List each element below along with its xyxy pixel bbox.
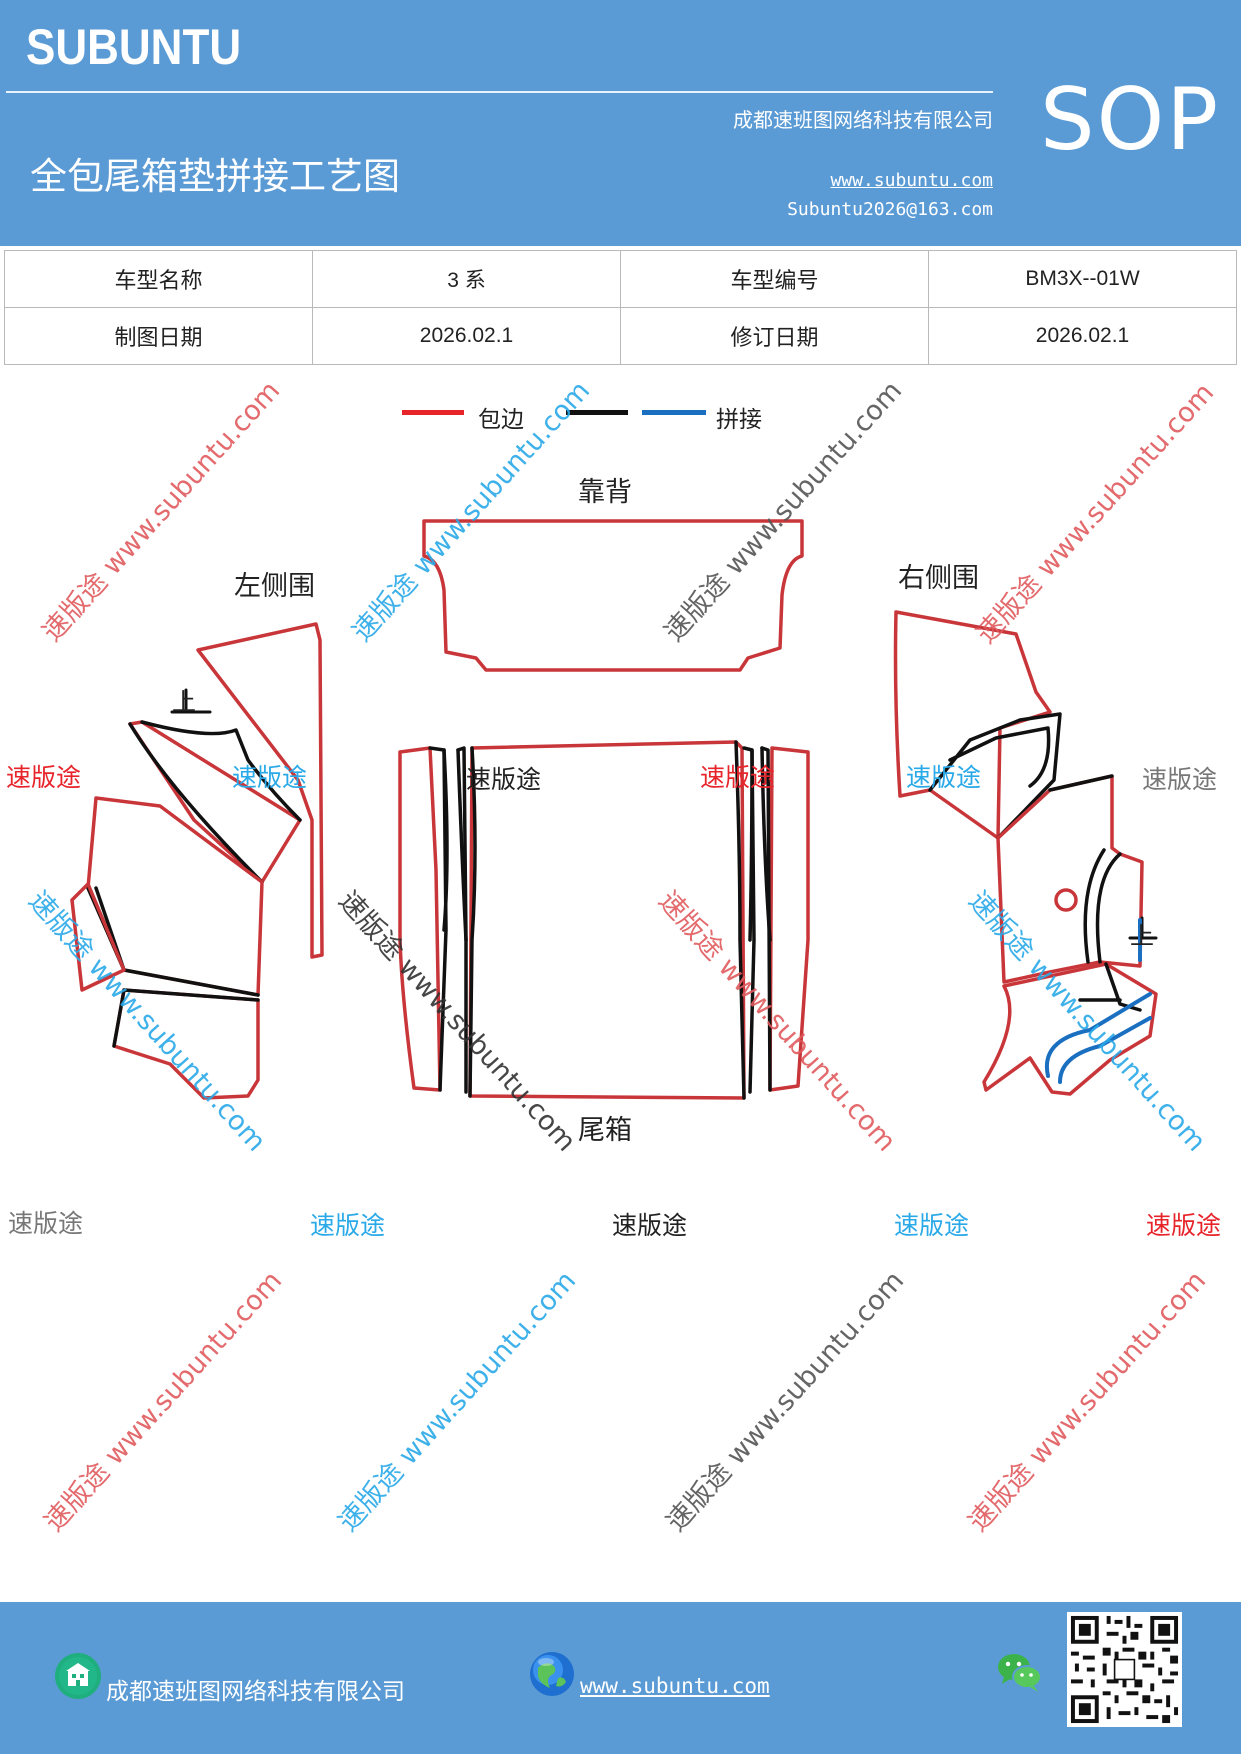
left-side-strip [196,622,324,959]
trunk-left-strip-inner-2 [442,748,468,942]
left-side-upper [128,720,302,884]
sop-badge: SOP [1040,70,1221,170]
left-side-upper-seam [140,720,302,822]
revise-date-label: 修订日期 [620,307,929,365]
right-side-lower-seam [1078,962,1142,1012]
watermark-brand: 速版途 [700,763,776,792]
revise-date-value: 2026.02.1 [928,307,1237,365]
trunk-right-strip-inner-2 [748,746,772,942]
legend-swatch-seam [566,410,628,415]
right-side-join-line-2 [1058,1016,1152,1084]
right-side-join-line [1044,992,1152,1078]
label-up-left: 上 [172,688,196,716]
watermark-brand: 速版途 [894,1211,970,1240]
footer-company: 成都速班图网络科技有限公司 [106,1679,405,1705]
building-icon [55,1653,101,1699]
model-code-label: 车型编号 [620,250,929,308]
watermark-brand: 速版途 [466,765,542,794]
page-title: 全包尾箱垫拼接工艺图 [30,155,400,198]
trunk-floor-seam-right [734,740,746,1100]
header-email: Subuntu2026@163.com [787,199,993,220]
watermark-brand: 速版途 [8,1209,84,1238]
watermark-brand: 速版途 [232,763,308,792]
right-side-upper [893,610,1052,840]
header-banner [0,0,1241,246]
header-company: 成都速班图网络科技有限公司 [733,108,993,132]
model-name-label: 车型名称 [4,250,313,308]
wechat-icon [998,1654,1042,1692]
legend-label-join: 拼接 [716,407,762,433]
watermark-brand: 速版途 [1142,765,1218,794]
model-code-value: BM3X--01W [928,250,1237,308]
footer-website-link[interactable]: www.subuntu.com [580,1674,770,1698]
brand-logo: SUBUNTU [26,19,242,75]
left-side-lower [70,882,126,992]
draw-date-label: 制图日期 [4,307,313,365]
legend-swatch-edge [402,410,464,415]
model-name-value: 3 系 [312,250,621,308]
vehicle-info-table: 车型名称 3 系 车型编号 BM3X--01W 制图日期 2026.02.1 修… [4,250,1237,365]
watermark-brand: 速版途 [612,1211,688,1240]
draw-date-value: 2026.02.1 [312,307,621,365]
trunk-floor-seam-left [468,746,477,1098]
right-side-middle-seam [1048,774,1122,964]
backrest-piece [422,519,804,672]
left-side-bottom-seam [112,988,260,1048]
right-side-upper-seam-2 [948,726,1051,788]
label-trunk: 尾箱 [578,1115,632,1146]
label-left-side: 左侧围 [234,571,315,602]
trunk-right-strip-inner [742,746,772,1094]
trunk-left-strip-outer [398,746,442,1092]
watermark-brand: 速版途 [1146,1211,1222,1240]
right-side-hole [1054,888,1078,912]
left-up-mark [170,688,212,714]
left-side-bottom [112,988,260,1100]
table-row: 制图日期 2026.02.1 修订日期 2026.02.1 [4,307,1237,365]
label-backrest: 靠背 [578,477,632,508]
table-row: 车型名称 3 系 车型编号 BM3X--01W [4,250,1237,308]
header-website-link[interactable]: www.subuntu.com [830,170,993,191]
legend-label-edge: 包边 [478,407,524,433]
legend-swatch-join [642,410,706,415]
watermark-brand: 速版途 [6,763,82,792]
watermark-brand: 速版途 [906,763,982,792]
watermark-brand: 速版途 [310,1211,386,1240]
label-right-side: 右侧围 [898,563,979,594]
right-side-lower [982,962,1158,1096]
label-up-right: 上 [1130,922,1154,950]
left-side-upper-seam-2 [128,722,264,884]
globe-icon [530,1652,574,1696]
header-divider [6,91,993,93]
right-side-upper-seam [928,712,1062,840]
qr-code[interactable] [1067,1612,1182,1727]
